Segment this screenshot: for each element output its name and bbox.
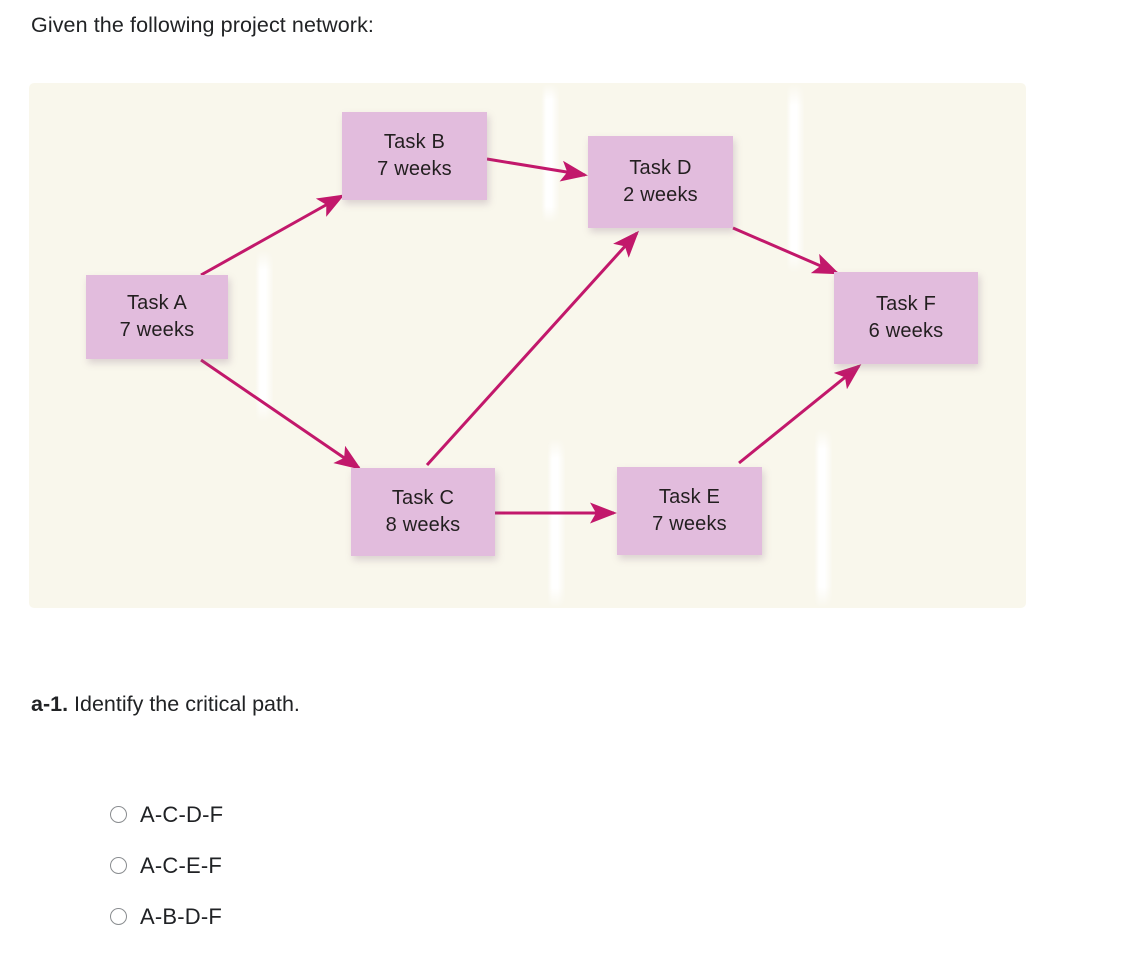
task-c-duration: 8 weeks bbox=[385, 514, 461, 536]
question-a1: a-1. Identify the critical path. bbox=[31, 690, 300, 718]
question-number: a-1. bbox=[31, 692, 69, 716]
task-node-d: Task D 2 weeks bbox=[588, 136, 733, 228]
option-row-1[interactable]: A-C-D-F bbox=[110, 789, 530, 840]
task-d-name: Task D bbox=[629, 157, 692, 179]
radio-button-icon-1[interactable] bbox=[110, 806, 127, 823]
arrow-c-to-d bbox=[425, 230, 640, 467]
project-network-diagram: Task A 7 weeks Task B 7 weeks Task C 8 w… bbox=[29, 83, 1026, 608]
arrow-e-to-f bbox=[738, 364, 862, 465]
arrow-b-to-d bbox=[486, 157, 588, 182]
task-a-name: Task A bbox=[126, 292, 188, 314]
radio-button-icon-2[interactable] bbox=[110, 857, 127, 874]
task-node-a: Task A 7 weeks bbox=[86, 275, 228, 359]
option-label-1[interactable]: A-C-D-F bbox=[140, 801, 224, 827]
option-row-3[interactable]: A-B-D-F bbox=[110, 891, 530, 942]
task-f-name: Task F bbox=[875, 293, 937, 315]
task-f-duration: 6 weeks bbox=[868, 320, 944, 342]
task-e-duration: 7 weeks bbox=[652, 513, 727, 535]
arrow-d-to-f bbox=[732, 226, 840, 275]
option-label-2[interactable]: A-C-E-F bbox=[140, 852, 223, 878]
radio-button-icon-3[interactable] bbox=[110, 908, 127, 925]
arrow-a-to-b bbox=[200, 194, 345, 277]
task-node-c: Task C 8 weeks bbox=[351, 468, 495, 556]
intro-prompt: Given the following project network: bbox=[31, 13, 374, 37]
task-d-duration: 2 weeks bbox=[623, 184, 698, 206]
answer-options: A-C-D-F A-C-E-F A-B-D-F bbox=[110, 789, 530, 942]
task-b-name: Task B bbox=[383, 131, 446, 153]
question-text: Identify the critical path. bbox=[68, 692, 300, 716]
option-row-2[interactable]: A-C-E-F bbox=[110, 840, 530, 891]
arrow-a-to-c bbox=[200, 358, 362, 470]
option-label-3[interactable]: A-B-D-F bbox=[140, 903, 223, 929]
task-e-name: Task E bbox=[658, 486, 721, 508]
task-b-duration: 7 weeks bbox=[377, 158, 452, 180]
task-c-name: Task C bbox=[391, 487, 455, 509]
diagram-arrows bbox=[200, 157, 862, 524]
task-node-e: Task E 7 weeks bbox=[617, 467, 762, 555]
task-a-duration: 7 weeks bbox=[119, 319, 195, 341]
task-node-f: Task F 6 weeks bbox=[834, 272, 978, 364]
task-node-b: Task B 7 weeks bbox=[342, 112, 487, 200]
